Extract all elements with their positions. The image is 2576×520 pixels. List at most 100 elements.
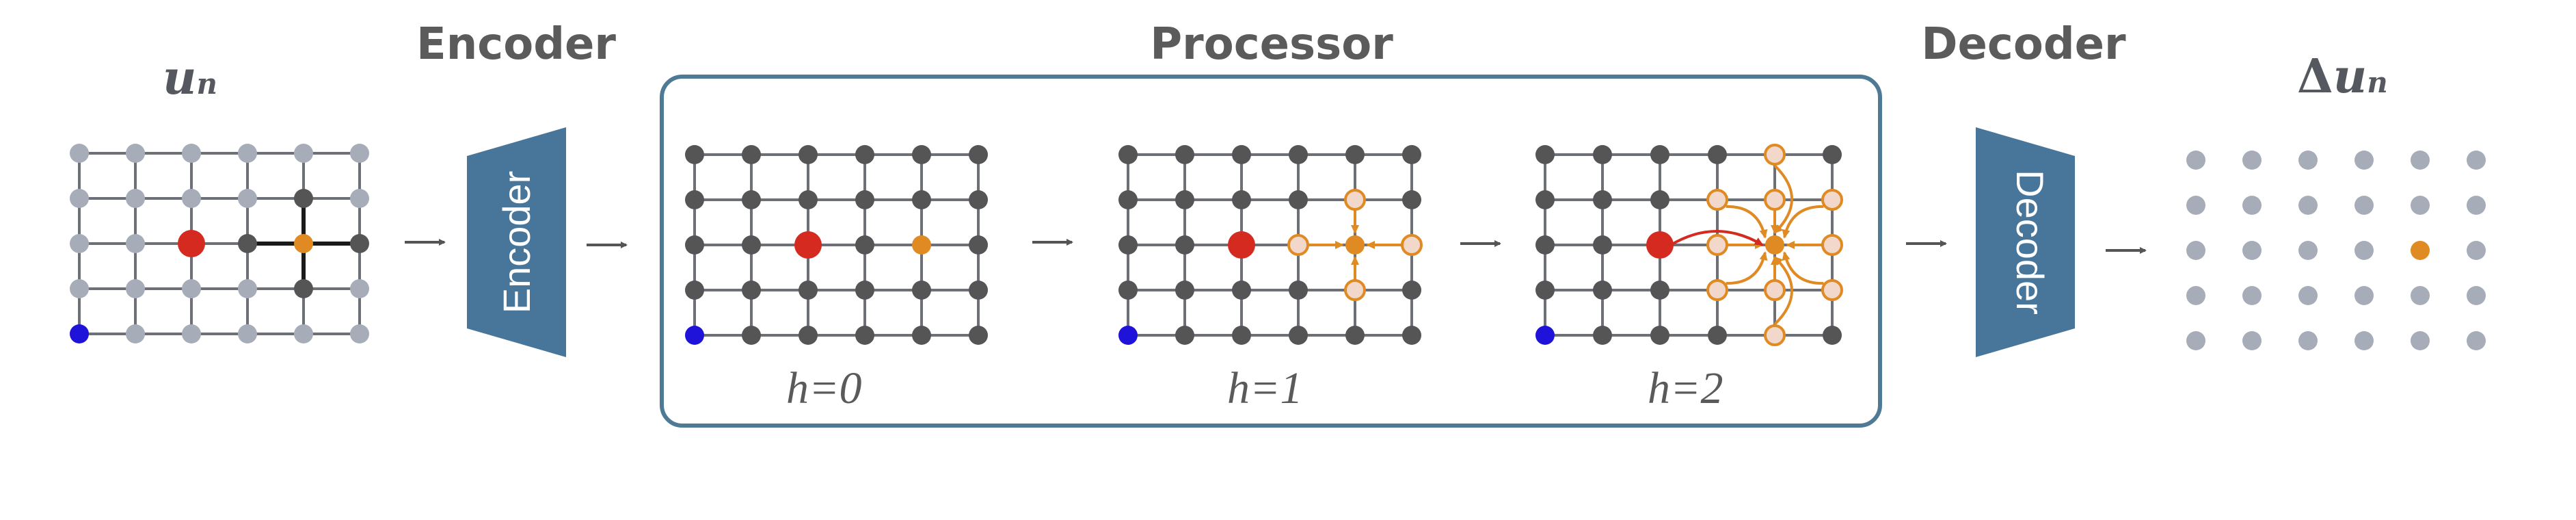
neighbor-node	[1706, 279, 1728, 301]
grid-node	[1118, 145, 1138, 164]
step-label-h0: h=0	[786, 363, 862, 413]
grid-node	[350, 279, 369, 298]
output-delta: Δ	[2297, 49, 2333, 104]
grid-h0	[685, 145, 988, 345]
message-arrow-curved	[1773, 256, 1793, 326]
grid-node	[685, 145, 704, 164]
step-label-h2: h=2	[1648, 363, 1723, 413]
grid-node	[1593, 235, 1612, 255]
grid-node	[969, 190, 988, 209]
message-arrow-curved	[1726, 251, 1768, 285]
target-node	[912, 235, 931, 255]
grid-node	[126, 144, 145, 163]
grid-node	[2467, 286, 2486, 305]
blue-node	[685, 326, 704, 345]
neighbor-node	[1764, 189, 1786, 211]
grid-node	[1402, 281, 1421, 300]
grid-node	[1708, 326, 1727, 345]
grid-node	[855, 145, 874, 164]
blue-node	[1118, 326, 1138, 345]
grid-node	[1650, 145, 1669, 164]
grid-node	[2354, 196, 2374, 215]
grid-node	[742, 190, 761, 209]
grid-node	[1823, 326, 1842, 345]
grid-node	[1650, 190, 1669, 209]
grid-node	[1232, 190, 1251, 209]
grid-node	[294, 279, 313, 298]
input-label: un	[163, 51, 217, 105]
neighbor-node	[1764, 279, 1786, 301]
grid-node	[1535, 281, 1555, 300]
grid-node	[2186, 151, 2205, 170]
input-grid	[70, 144, 369, 343]
grid-node	[1593, 190, 1612, 209]
output-subscript: n	[2367, 66, 2388, 99]
grid-node	[1823, 145, 1842, 164]
grid-node	[912, 281, 931, 300]
processor-frame	[660, 75, 1882, 428]
grid-node	[294, 144, 313, 163]
target-node	[1345, 235, 1365, 255]
grid-node	[70, 189, 89, 208]
grid-node	[238, 279, 257, 298]
target-node	[294, 234, 313, 253]
grid-node	[799, 190, 818, 209]
output-label: Δun	[2297, 49, 2388, 104]
grid-node	[1289, 145, 1308, 164]
grid-node	[2298, 331, 2318, 350]
grid-node	[70, 234, 89, 253]
grid-node	[912, 190, 931, 209]
grid-node	[1535, 145, 1555, 164]
grid-node	[70, 144, 89, 163]
encoder-block-label: Encoder	[495, 171, 538, 314]
step-label-h1: h=1	[1227, 363, 1303, 413]
grid-node	[2411, 331, 2430, 350]
grid-node	[799, 145, 818, 164]
neighbor-node	[1821, 279, 1843, 301]
grid-node	[1232, 145, 1251, 164]
grid-node	[969, 326, 988, 345]
grid-node	[1118, 190, 1138, 209]
grid-node	[2411, 151, 2430, 170]
target-node	[1765, 235, 1784, 255]
input-symbol: u	[163, 51, 197, 105]
grid-node	[1593, 326, 1612, 345]
grid-node	[2298, 151, 2318, 170]
grid-node	[742, 326, 761, 345]
grid-node	[969, 281, 988, 300]
grid-node	[969, 145, 988, 164]
grid-node	[1118, 281, 1138, 300]
h1-messages	[1309, 211, 1401, 279]
blue-node	[1535, 326, 1555, 345]
grid-node	[855, 281, 874, 300]
output-symbol: u	[2333, 49, 2367, 104]
grid-node	[742, 235, 761, 255]
grid-node	[350, 234, 369, 253]
grid-node	[799, 326, 818, 345]
grid-node	[126, 324, 145, 343]
grid-node	[2411, 286, 2430, 305]
grid-node	[2467, 241, 2486, 260]
grid-node	[2467, 196, 2486, 215]
neighbor-node	[1401, 234, 1423, 256]
grid-node	[1289, 326, 1308, 345]
grid-node	[350, 144, 369, 163]
red-message-arrow	[1669, 230, 1764, 246]
grid-node	[2242, 151, 2262, 170]
grid-node	[685, 281, 704, 300]
grid-node	[238, 189, 257, 208]
grid-node	[1708, 145, 1727, 164]
encoder-title: Encoder	[416, 19, 616, 70]
grid-node	[2298, 286, 2318, 305]
grid-node	[2186, 286, 2205, 305]
grid-node	[2242, 286, 2262, 305]
grid-node	[126, 189, 145, 208]
grids	[70, 144, 2486, 350]
grid-node	[2186, 331, 2205, 350]
grid-node	[1402, 190, 1421, 209]
grid-node	[912, 326, 931, 345]
grid-node	[1175, 145, 1194, 164]
grid-node	[238, 324, 257, 343]
